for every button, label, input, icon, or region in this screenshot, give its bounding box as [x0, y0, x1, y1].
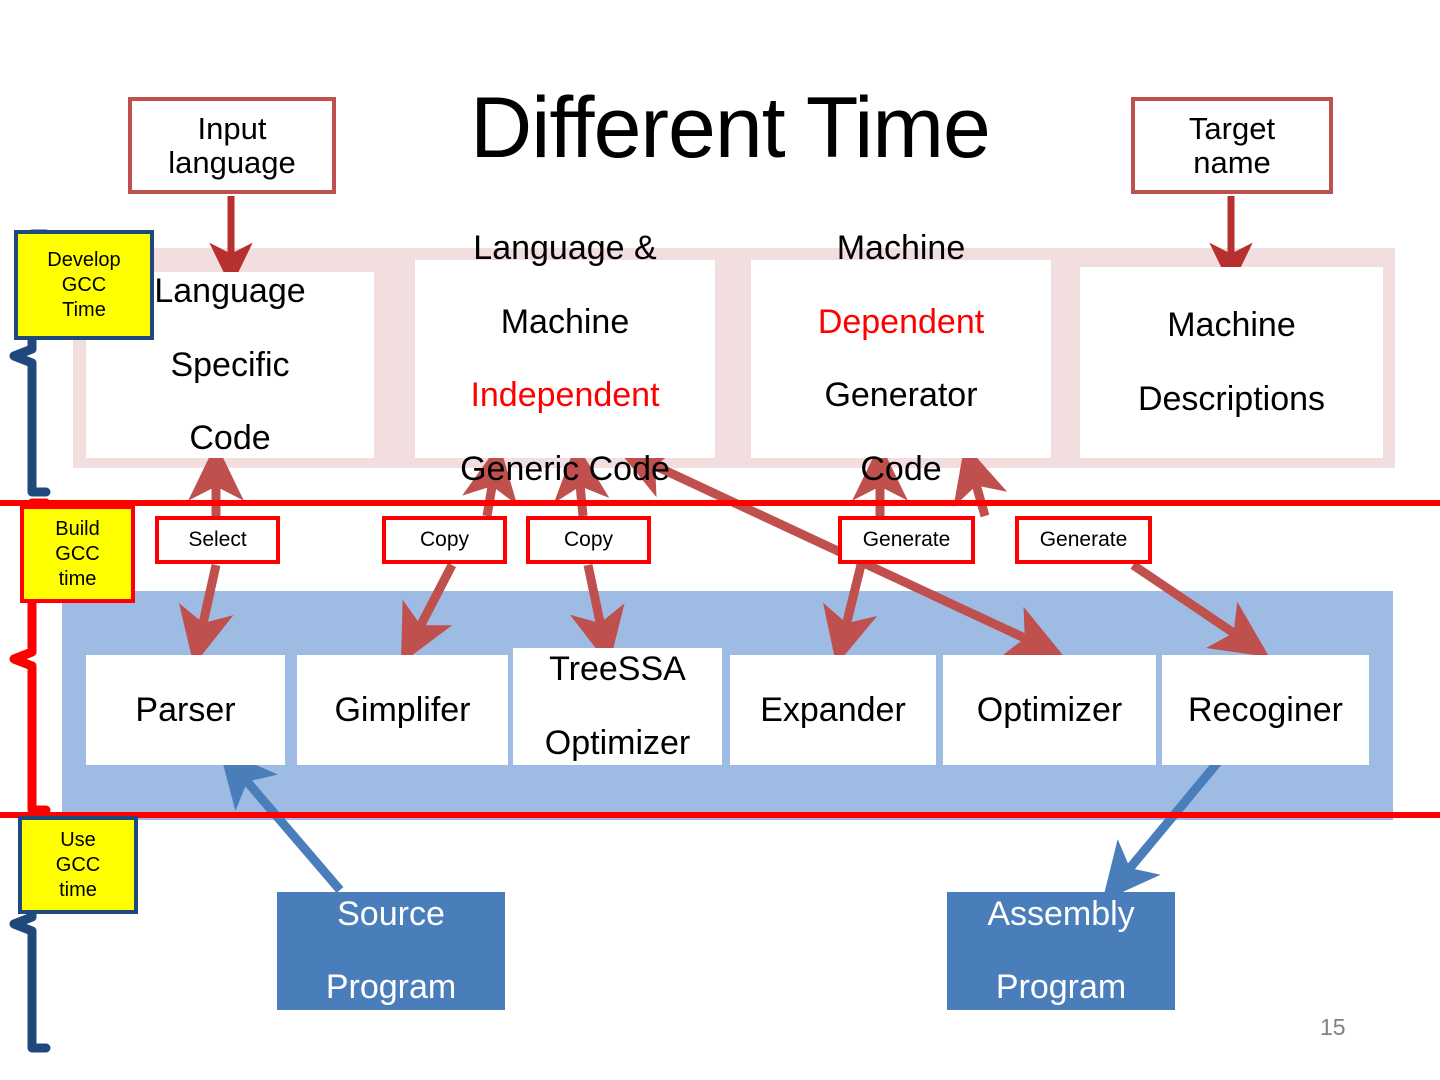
- phase-label: Use GCC time: [55, 828, 101, 901]
- action-box-copy-1[interactable]: Copy: [382, 516, 507, 564]
- phase-label: Develop GCC Time: [47, 248, 121, 321]
- action-box-copy-2[interactable]: Copy: [526, 516, 651, 564]
- action-box-generate-1[interactable]: Generate: [838, 516, 975, 564]
- pipeline-box-text: Expander: [760, 690, 906, 729]
- action-label: Generate: [862, 527, 951, 551]
- develop-box-text: Language Specific Code: [154, 272, 306, 458]
- action-label: Copy: [419, 527, 470, 551]
- pipeline-box-expander[interactable]: Expander: [730, 655, 936, 765]
- phase-box-build-gcc-time[interactable]: Build GCC time: [20, 505, 135, 603]
- phase-box-use-gcc-time[interactable]: Use GCC time: [18, 816, 138, 914]
- develop-box-generic-code[interactable]: Language & Machine Independent Generic C…: [415, 230, 715, 487]
- develop-box-text: Machine Descriptions: [1137, 306, 1326, 418]
- slide-title: Different Time: [470, 80, 991, 176]
- phase-label: Build GCC time: [55, 517, 100, 590]
- pipeline-box-gimplifer[interactable]: Gimplifer: [297, 655, 508, 765]
- action-label: Copy: [563, 527, 614, 551]
- page-number: 15: [1320, 1014, 1346, 1040]
- develop-box-machine-descriptions[interactable]: Machine Descriptions: [1080, 267, 1383, 458]
- action-label: Generate: [1039, 527, 1128, 551]
- pipeline-box-text: Gimplifer: [334, 690, 471, 729]
- program-box-text: Assembly Program: [987, 894, 1135, 1007]
- divider-build-time-bottom: [0, 812, 1440, 818]
- action-box-select[interactable]: Select: [155, 516, 280, 564]
- phase-box-develop-gcc-time[interactable]: Develop GCC Time: [14, 230, 154, 340]
- input-language-box[interactable]: Input language: [128, 97, 336, 194]
- pipeline-box-parser[interactable]: Parser: [86, 655, 285, 765]
- pipeline-box-text: Parser: [135, 690, 236, 729]
- program-box-source-program[interactable]: Source Program: [277, 892, 505, 1010]
- develop-box-text: Machine Dependent Generator Code: [817, 229, 985, 488]
- target-name-label: Target name: [1188, 111, 1276, 180]
- pipeline-box-text: TreeSSA Optimizer: [544, 650, 691, 762]
- action-box-generate-2[interactable]: Generate: [1015, 516, 1152, 564]
- pipeline-box-recoginer[interactable]: Recoginer: [1162, 655, 1369, 765]
- program-box-assembly-program[interactable]: Assembly Program: [947, 892, 1175, 1010]
- develop-box-generator-code[interactable]: Machine Dependent Generator Code: [751, 230, 1051, 487]
- divider-build-time-top: [0, 500, 1440, 506]
- pipeline-box-text: Recoginer: [1188, 690, 1343, 729]
- action-label: Select: [188, 527, 247, 551]
- target-name-box[interactable]: Target name: [1131, 97, 1333, 194]
- program-box-text: Source Program: [325, 894, 457, 1007]
- input-language-label: Input language: [168, 111, 296, 180]
- pipeline-box-optimizer[interactable]: Optimizer: [943, 655, 1156, 765]
- pipeline-box-text: Optimizer: [976, 690, 1123, 729]
- develop-box-text: Language & Machine Independent Generic C…: [460, 229, 670, 488]
- pipeline-box-treessa-optimizer[interactable]: TreeSSA Optimizer: [513, 648, 722, 765]
